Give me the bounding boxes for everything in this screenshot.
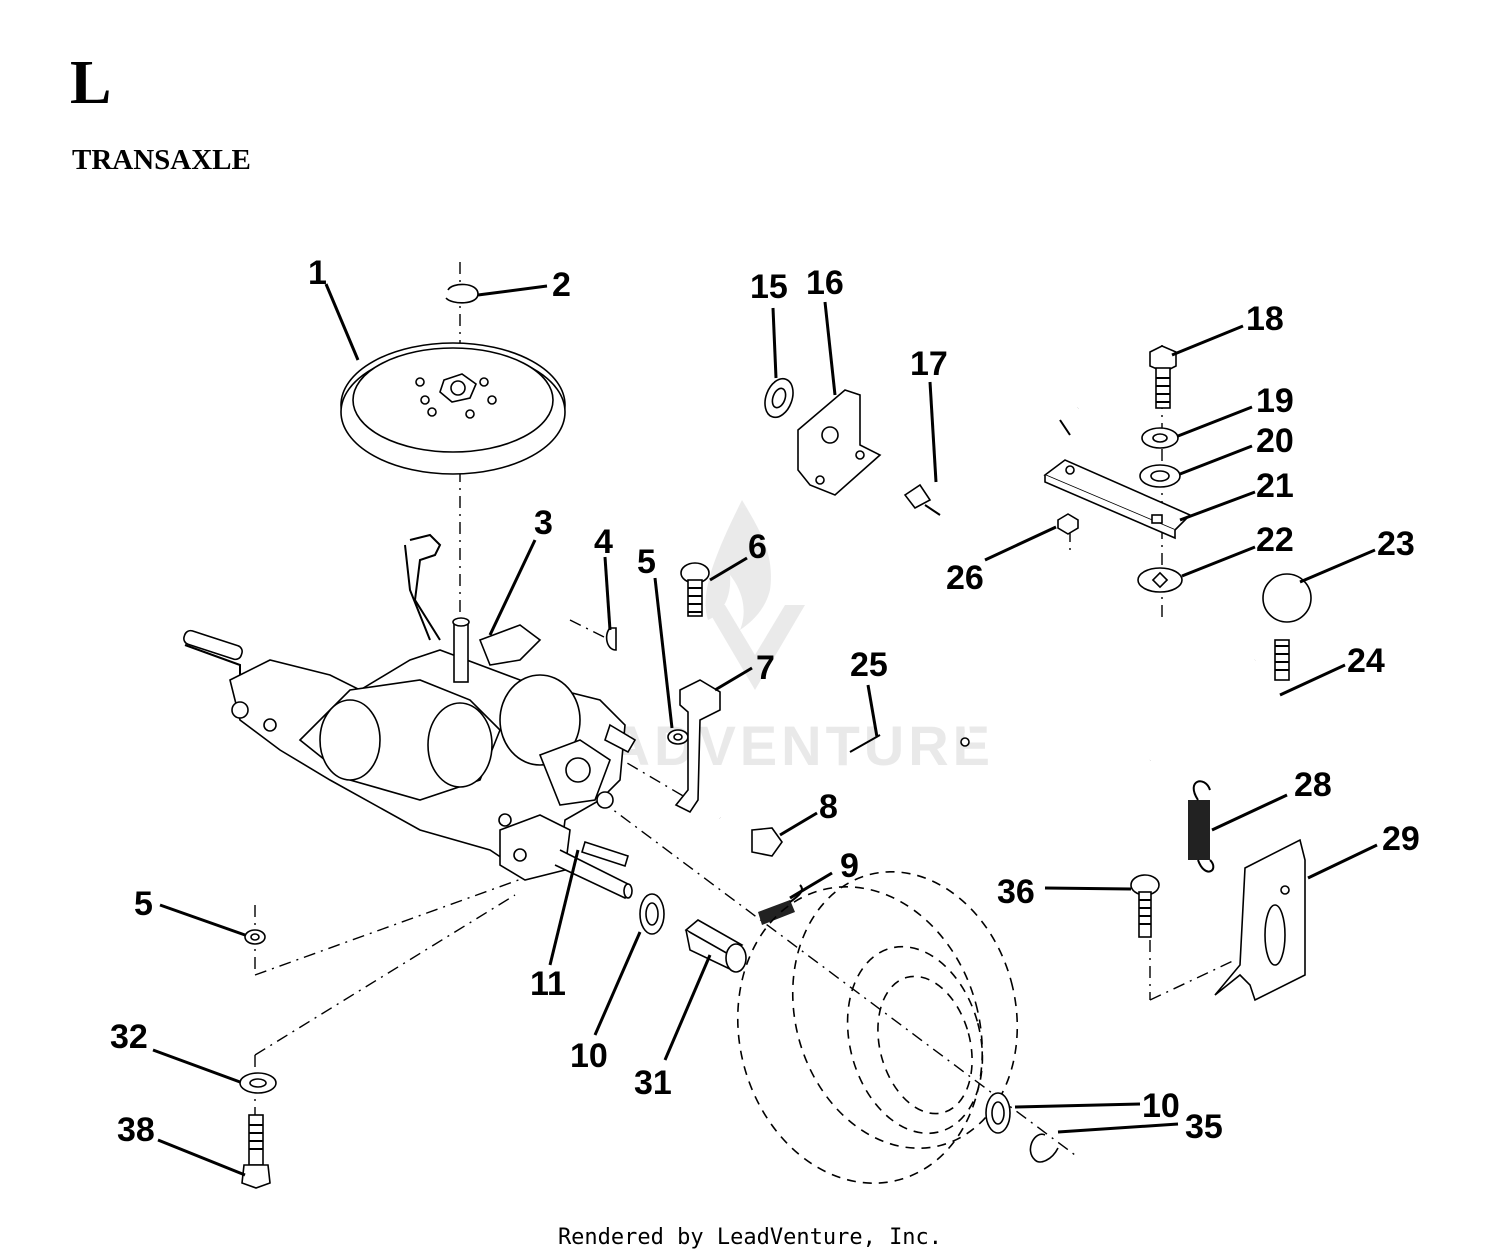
callout-11: 11 bbox=[530, 965, 566, 1003]
callout-36: 36 bbox=[997, 873, 1035, 911]
callout-38: 38 bbox=[117, 1111, 155, 1149]
section-letter: L bbox=[70, 49, 112, 117]
square-key bbox=[581, 840, 629, 868]
callout-16: 16 bbox=[806, 264, 844, 302]
shift-lever bbox=[959, 639, 1290, 761]
callout-10-lower: 10 bbox=[1142, 1087, 1180, 1125]
angle-bracket bbox=[797, 389, 882, 496]
callout-24: 24 bbox=[1347, 642, 1385, 680]
e-clip bbox=[445, 283, 479, 304]
spring bbox=[1188, 780, 1215, 873]
callout-26: 26 bbox=[946, 559, 984, 597]
washer bbox=[1141, 427, 1179, 449]
washer bbox=[1139, 464, 1181, 488]
spring bbox=[758, 884, 803, 925]
section-title: TRANSAXLE bbox=[72, 144, 251, 176]
callout-8: 8 bbox=[819, 788, 838, 826]
callout-17: 17 bbox=[910, 345, 948, 383]
hex-nut bbox=[667, 729, 689, 745]
e-clip bbox=[1029, 1133, 1059, 1163]
control-rod bbox=[903, 406, 1079, 516]
centerline bbox=[1149, 959, 1236, 1001]
washer bbox=[764, 377, 794, 419]
callout-4: 4 bbox=[594, 523, 613, 561]
washer bbox=[1137, 567, 1183, 593]
callout-25: 25 bbox=[850, 646, 888, 684]
callout-21: 21 bbox=[1256, 467, 1294, 505]
callout-28: 28 bbox=[1294, 766, 1332, 804]
hex-bolt bbox=[717, 813, 783, 857]
callout-19: 19 bbox=[1256, 382, 1294, 420]
callout-10: 10 bbox=[570, 1037, 608, 1075]
hex-nut bbox=[244, 929, 266, 945]
centerline bbox=[254, 894, 516, 1056]
washer bbox=[985, 1092, 1011, 1134]
link-plate bbox=[1043, 459, 1192, 540]
centerline bbox=[604, 749, 691, 801]
hex-bolt bbox=[1149, 345, 1177, 409]
callout-23: 23 bbox=[1377, 525, 1415, 563]
callout-5: 5 bbox=[637, 543, 656, 581]
callout-29: 29 bbox=[1382, 820, 1420, 858]
centerline bbox=[569, 619, 611, 641]
hex-nut bbox=[1057, 513, 1079, 535]
centerline bbox=[254, 864, 561, 976]
callout-2: 2 bbox=[552, 266, 571, 304]
callout-18: 18 bbox=[1246, 300, 1284, 338]
shift-knob bbox=[1262, 573, 1312, 623]
pulley bbox=[340, 342, 566, 475]
callout-6: 6 bbox=[748, 528, 767, 566]
washer bbox=[639, 893, 665, 935]
callout-31: 31 bbox=[634, 1064, 672, 1102]
callout-3: 3 bbox=[534, 504, 553, 542]
callout-35: 35 bbox=[1185, 1108, 1223, 1146]
carriage-bolt bbox=[680, 562, 710, 617]
cotter-pin bbox=[849, 734, 881, 753]
wheel-outline bbox=[736, 871, 1019, 1184]
transaxle-assembly bbox=[183, 533, 637, 900]
washer bbox=[239, 1072, 277, 1094]
callout-9: 9 bbox=[840, 847, 859, 885]
hex-bolt bbox=[241, 1114, 271, 1189]
mounting-bracket bbox=[1214, 838, 1306, 1002]
callout-32: 32 bbox=[110, 1018, 148, 1056]
callout-5-lower: 5 bbox=[134, 885, 153, 923]
footer-credit: Rendered by LeadVenture, Inc. bbox=[557, 1225, 943, 1250]
callout-labels: 1 2 3 4 5 6 7 8 9 10 11 15 16 17 18 19 2… bbox=[110, 254, 1420, 1149]
shoulder-bolt bbox=[1130, 874, 1160, 938]
callout-22: 22 bbox=[1256, 521, 1294, 559]
spacer-tube bbox=[684, 919, 747, 973]
leader-lines bbox=[152, 283, 1378, 1177]
callout-15: 15 bbox=[750, 268, 788, 306]
callout-1: 1 bbox=[308, 254, 327, 292]
callout-7: 7 bbox=[756, 649, 775, 687]
callout-20: 20 bbox=[1256, 422, 1294, 460]
woodruff-key bbox=[605, 627, 617, 651]
